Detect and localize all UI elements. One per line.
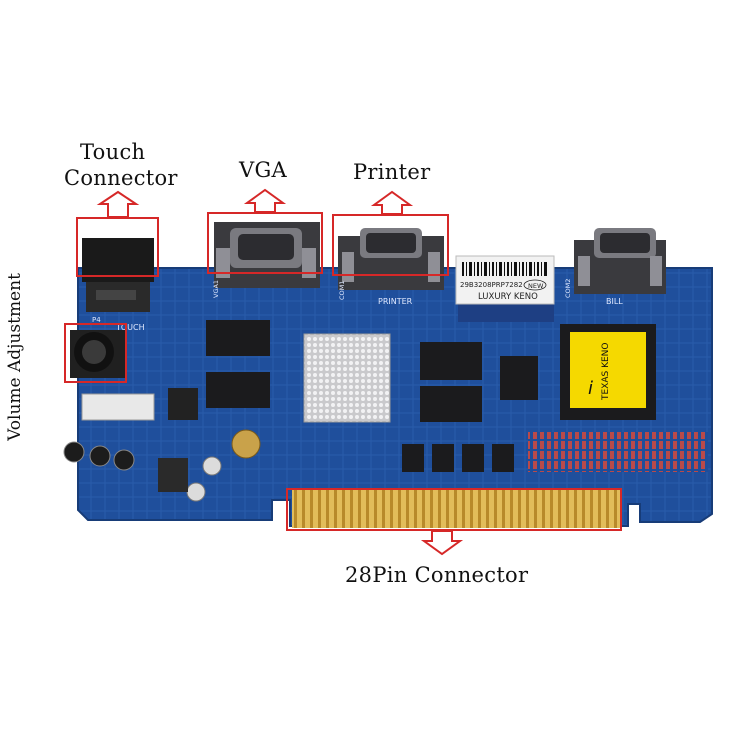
inductor xyxy=(158,458,188,492)
texas-keno-chip: i TEXAS KENO xyxy=(560,324,656,420)
silk-p4: P4 xyxy=(92,316,101,324)
silk-bill: BILL xyxy=(606,297,623,306)
memory-chip-lower xyxy=(206,372,270,408)
edge-connector-fingers xyxy=(292,490,622,528)
sticker-new-badge: NEW xyxy=(528,282,544,290)
barcode xyxy=(462,262,547,276)
center-chip-lower xyxy=(420,386,482,422)
pin28-callout-box xyxy=(286,488,622,531)
pin-array xyxy=(528,432,708,472)
small-chip-row xyxy=(402,444,514,472)
callout-arrows xyxy=(96,188,464,556)
vga-connector xyxy=(214,222,320,288)
sticker-serial: 29B3208PRP7282 xyxy=(460,281,523,289)
center-chip-upper xyxy=(420,342,482,380)
touch-connector-label-line2: Connector xyxy=(64,166,178,190)
voltage-regulator xyxy=(168,388,198,420)
chip-brand: TEXAS KENO xyxy=(601,343,611,402)
cpu-heatsink xyxy=(303,333,391,423)
volume-callout-box xyxy=(64,323,127,383)
printer-label: Printer xyxy=(353,160,431,184)
printer-connector xyxy=(338,228,444,290)
silk-touch: TOUCH xyxy=(115,323,145,332)
sticker-name: LUXURY KENO xyxy=(478,292,538,302)
pin28-arrow-down-icon xyxy=(420,530,464,556)
bill-connector xyxy=(574,228,666,294)
dip-switch xyxy=(81,393,155,421)
capacitors xyxy=(63,429,261,502)
silk-printer: PRINTER xyxy=(378,297,413,306)
silk-com2: COM2 xyxy=(564,279,572,298)
touch-connector xyxy=(82,238,154,312)
touch-connector-label-line1: Touch xyxy=(80,140,146,164)
printer-arrow-up-icon xyxy=(370,190,414,215)
sticker-new-badge-outline xyxy=(523,279,547,291)
vga-arrow-up-icon xyxy=(243,188,287,213)
memory-chip-upper xyxy=(206,320,270,356)
chip-logo-letter: i xyxy=(588,378,593,399)
volume-knob xyxy=(70,330,126,378)
touch-connector-label: Touch Connector xyxy=(64,139,178,191)
pin28-connector-label: 28Pin Connector xyxy=(345,563,529,587)
right-chip-small xyxy=(500,356,538,400)
touch-arrow-up-icon xyxy=(96,190,140,218)
keno-module: 29B3208PRP7282 NEW LUXURY KENO xyxy=(455,255,555,322)
silk-vga1: VGA1 xyxy=(212,280,220,298)
vga-label: VGA xyxy=(239,158,288,182)
silk-com1: COM1 xyxy=(338,281,346,300)
